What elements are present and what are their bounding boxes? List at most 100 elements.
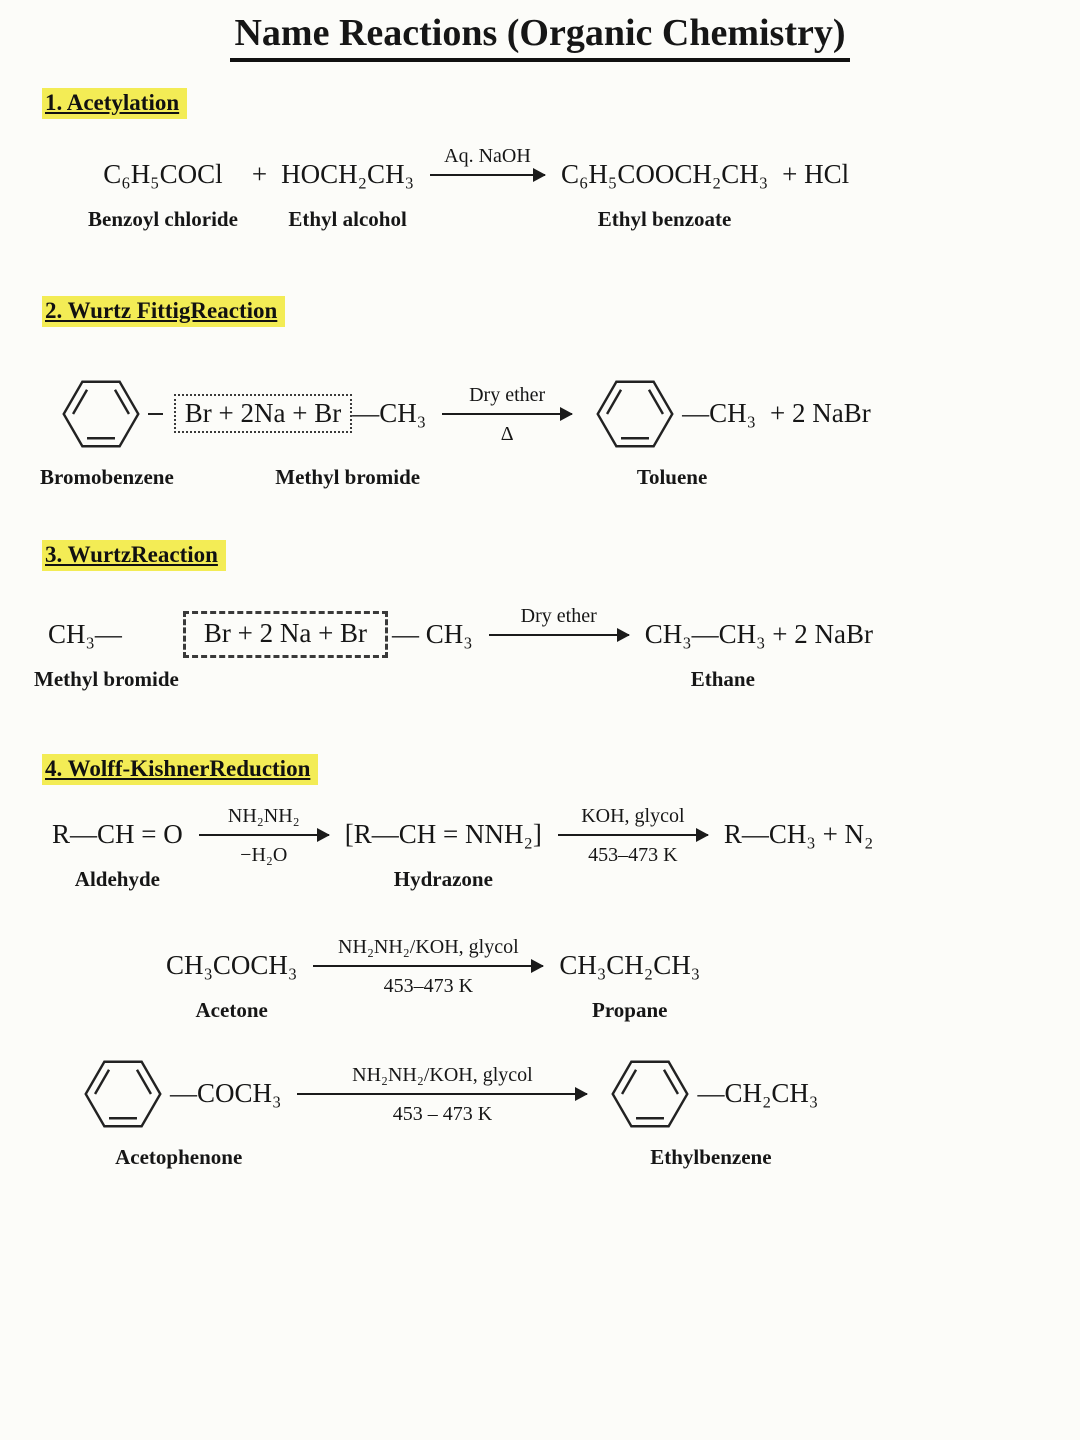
reaction-arrow: Aq. NaOH xyxy=(429,145,546,197)
product-ethane: CH₃—CH₃ + 2 NaBr Ethane xyxy=(645,613,873,692)
compound-name-toluene: Toluene xyxy=(636,464,708,489)
arrow-condition-bottom: −H₂O xyxy=(240,843,288,866)
methyl-group-formula: — CH₃ xyxy=(392,618,473,649)
dotted-reagent-box: Br + 2Na + Br xyxy=(173,394,353,434)
ethylbenzene-formula: —CH₂CH₃ xyxy=(697,1077,819,1108)
arrow-condition-bottom: 453–473 K xyxy=(588,843,678,866)
ethyl-alcohol-formula: HOCH₂CH₃ xyxy=(281,158,414,189)
reactant-acetone: CH₃COCH₃ Acetone xyxy=(166,944,297,1023)
arrow-condition-top: Dry ether xyxy=(520,604,597,627)
toluene-methyl-formula: —CH₃ xyxy=(682,397,757,428)
arrow-shaft xyxy=(313,958,545,973)
compound-name-ethyl-benzoate: Ethyl benzoate xyxy=(597,206,732,231)
product-propane: CH₃CH₂CH₃ Propane xyxy=(559,944,700,1023)
hcl-term: + HCl xyxy=(782,153,849,197)
arrow-condition-top: Aq. NaOH xyxy=(444,144,531,167)
product-ethyl-benzoate: C₆H₅COOCH₂CH₃ Ethyl benzoate xyxy=(561,153,768,232)
acetone-formula: CH₃COCH₃ xyxy=(166,949,298,980)
section-4-heading: 4. Wolff-KishnerReduction xyxy=(42,753,319,785)
dashed-reagent-box: Br + 2 Na + Br xyxy=(182,611,389,659)
wolff-kishner-acetone-reaction: CH₃COCH₃ Acetone NH₂NH₂/KOH, glycol 453–… xyxy=(26,936,1054,1023)
reaction-arrow: KOH, glycol 453–473 K xyxy=(557,805,709,866)
product-toluene: —CH₃ Toluene xyxy=(588,373,756,490)
section-wolff-kishner: 4. Wolff-KishnerReduction R—CH = O Aldeh… xyxy=(26,753,1054,1170)
page-title: Name Reactions (Organic Chemistry) xyxy=(230,12,850,62)
compound-name-ethane: Ethane xyxy=(690,666,755,691)
benzene-ring-icon xyxy=(611,1060,689,1128)
bond-line xyxy=(148,412,163,415)
arrow-shaft xyxy=(297,1086,589,1101)
reactant-benzoyl-chloride: C₆H₅COCl Benzoyl chloride xyxy=(88,153,238,232)
arrow-condition-bottom: 453–473 K xyxy=(383,974,474,997)
compound-name-ethylbenzene: Ethylbenzene xyxy=(650,1144,772,1169)
intermediate-hydrazone: [R—CH = NNH₂] Hydrazone xyxy=(345,813,542,892)
acetophenone-formula: —COCH₃ xyxy=(170,1077,282,1108)
section-1-heading: 1. Acetylation xyxy=(42,87,188,119)
reaction-arrow: NH₂NH₂/KOH, glycol 453 – 473 K xyxy=(297,1053,589,1135)
plus-term: + xyxy=(252,153,267,197)
arrow-shaft xyxy=(557,827,709,842)
compound-name-ethyl-alcohol: Ethyl alcohol xyxy=(288,206,407,231)
arrow-condition-bottom: Δ xyxy=(500,422,514,445)
compound-name-methyl-bromide: Methyl bromide xyxy=(34,666,179,691)
reactant-acetophenone: —COCH₃ Acetophenone xyxy=(76,1053,281,1170)
plus-sign: + xyxy=(251,158,268,189)
compound-name-acetophenone: Acetophenone xyxy=(115,1144,243,1169)
compound-name-propane: Propane xyxy=(592,997,668,1022)
ethyl-benzoate-formula: C₆H₅COOCH₂CH₃ xyxy=(560,158,769,189)
reaction-arrow: NH₂NH₂/KOH, glycol 453–473 K xyxy=(313,936,545,997)
compound-name-hydrazone: Hydrazone xyxy=(393,866,493,891)
arrow-condition-top: NH₂NH₂/KOH, glycol xyxy=(352,1063,533,1086)
ethane-formula: CH₃—CH₃ + 2 NaBr xyxy=(644,618,874,649)
reaction-arrow: NH₂NH₂ −H₂O xyxy=(198,805,330,866)
methyl-term: — CH₃ xyxy=(392,613,473,657)
alkane-formula: R—CH₃ + N₂ xyxy=(723,818,874,849)
acetylation-reaction: C₆H₅COCl Benzoyl chloride + HOCH₂CH₃ Eth… xyxy=(26,145,1054,232)
wurtz-fittig-reaction: Bromobenzene Br + 2Na + Br —CH₃ Methyl b… xyxy=(26,373,1054,490)
reactant-bromobenzene: Bromobenzene xyxy=(40,373,174,490)
hcl-formula: + HCl xyxy=(782,158,850,189)
arrow-condition-bottom: 453 – 473 K xyxy=(392,1102,493,1125)
reactant-aldehyde: R—CH = O Aldehyde xyxy=(52,813,183,892)
reaction-arrow: Dry ether Δ xyxy=(442,373,574,455)
benzoyl-chloride-formula: C₆H₅COCl xyxy=(103,158,223,189)
wurtz-reaction: CH₃— Methyl bromide Br + 2 Na + Br — CH₃… xyxy=(26,605,1054,692)
benzene-ring-icon xyxy=(84,1060,162,1128)
section-wurtz: 3. WurtzReaction CH₃— Methyl bromide Br … xyxy=(26,539,1054,692)
arrow-condition-top: NH₂NH₂/KOH, glycol xyxy=(338,935,519,958)
reactant-methyl-bromide: Br + 2Na + Br —CH₃ Methyl bromide xyxy=(173,373,427,490)
arrow-condition-top: Dry ether xyxy=(469,383,546,406)
arrow-shaft xyxy=(429,167,546,182)
nabr-term: + 2 NaBr xyxy=(770,373,871,455)
section-3-heading: 3. WurtzReaction xyxy=(42,539,226,571)
hydrazone-formula: [R—CH = NNH₂] xyxy=(344,818,542,849)
product-alkane: R—CH₃ + N₂ xyxy=(724,813,874,857)
benzene-ring-icon xyxy=(596,380,674,448)
dashed-reagent-term: Br + 2 Na + Br xyxy=(179,611,392,659)
arrow-shaft xyxy=(488,627,630,642)
compound-name-benzoyl-chloride: Benzoyl chloride xyxy=(88,206,238,231)
compound-name-methyl-bromide: Methyl bromide xyxy=(275,464,421,489)
arrow-condition-top: KOH, glycol xyxy=(581,804,685,827)
section-acetylation: 1. Acetylation C₆H₅COCl Benzoyl chloride… xyxy=(26,87,1054,232)
reactant-methyl-bromide: CH₃— Methyl bromide xyxy=(34,613,179,692)
aldehyde-formula: R—CH = O xyxy=(52,818,183,849)
product-ethylbenzene: —CH₂CH₃ Ethylbenzene xyxy=(603,1053,818,1170)
compound-name-acetone: Acetone xyxy=(195,997,268,1022)
methyl-bromide-formula: —CH₃ xyxy=(352,397,427,428)
methyl-group-formula: CH₃— xyxy=(48,618,122,649)
section-2-heading: 2. Wurtz FittigReaction xyxy=(42,295,286,327)
title-row: Name Reactions (Organic Chemistry) xyxy=(26,12,1054,62)
wolff-kishner-acetophenone-reaction: —COCH₃ Acetophenone NH₂NH₂/KOH, glycol 4… xyxy=(26,1053,1054,1170)
section-wurtz-fittig: 2. Wurtz FittigReaction Bromobenzene Br … xyxy=(26,295,1054,490)
wolff-kishner-aldehyde-reaction: R—CH = O Aldehyde NH₂NH₂ −H₂O [R—CH = NN… xyxy=(26,805,1054,892)
arrow-shaft xyxy=(198,827,330,842)
compound-name-bromobenzene: Bromobenzene xyxy=(40,464,174,489)
propane-formula: CH₃CH₂CH₃ xyxy=(559,949,701,980)
benzene-ring-icon xyxy=(62,380,140,448)
nabr-formula: + 2 NaBr xyxy=(770,397,871,428)
compound-name-aldehyde: Aldehyde xyxy=(74,866,160,891)
arrow-condition-top: NH₂NH₂ xyxy=(227,804,300,827)
arrow-shaft xyxy=(442,406,574,421)
